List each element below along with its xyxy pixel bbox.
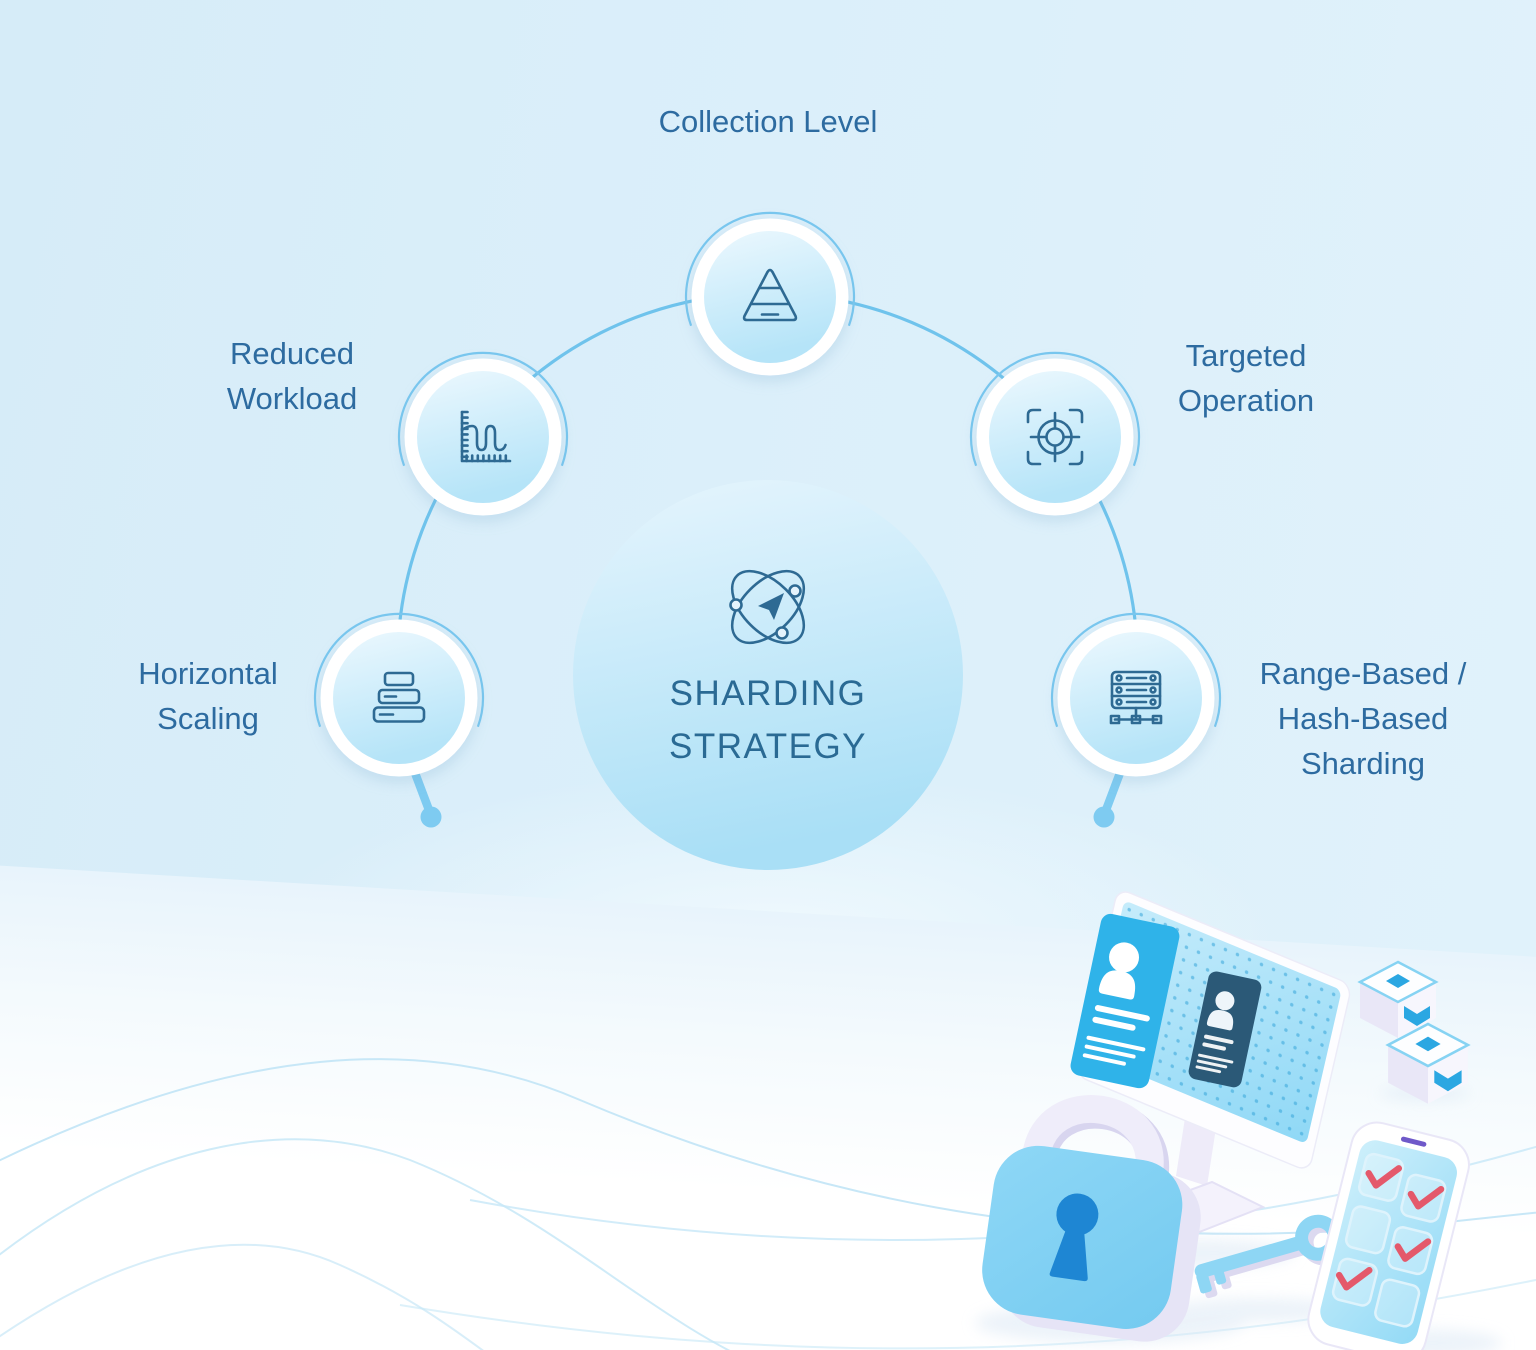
data-cube — [1385, 1022, 1471, 1104]
orbit-end-dot-right — [1093, 806, 1115, 828]
card-text-lines — [1195, 1034, 1234, 1074]
phone-with-checklist — [1307, 1121, 1470, 1350]
node-horizontal-scaling — [313, 612, 485, 777]
node-targeted-operation — [969, 351, 1141, 516]
node-label-horizontal-scaling: Horizontal Scaling — [138, 656, 278, 736]
center-node — [573, 480, 963, 870]
user-avatar-icon — [1098, 942, 1140, 1000]
node-label-targeted-operation: Targeted Operation — [1177, 338, 1315, 418]
red-checkmarks — [1335, 1165, 1445, 1291]
keyhole-icon — [1049, 1193, 1099, 1282]
cube-diamond — [1386, 974, 1410, 988]
padlock — [982, 1095, 1201, 1342]
checklist-cells — [1331, 1152, 1447, 1328]
user-avatar-icon — [1206, 991, 1235, 1031]
node-label-reduced-workload: Reduced Workload — [226, 336, 358, 416]
card-text-lines — [1082, 1005, 1150, 1066]
phone-speaker — [1400, 1136, 1427, 1147]
id-card-light — [1070, 913, 1180, 1089]
center-title: SHARDING STRATEGY — [575, 668, 961, 773]
node-collection-level — [684, 211, 856, 376]
lock-shackle — [1022, 1095, 1164, 1173]
node-label-range-hash-sharding: Range-Based / Hash-Based Sharding — [1259, 656, 1467, 781]
security-illustration — [975, 891, 1502, 1350]
pyramid-chart-icon — [742, 268, 798, 322]
server-network-icon — [1109, 670, 1163, 725]
node-range-hash-sharding — [1050, 612, 1222, 777]
monitor-stand-neck — [1176, 1118, 1216, 1186]
id-card-dark — [1188, 971, 1262, 1088]
node-reduced-workload — [397, 351, 569, 516]
stacked-layers-icon — [372, 671, 426, 723]
phone-screen — [1320, 1140, 1457, 1344]
cube-chevron — [1434, 1070, 1462, 1092]
data-cube — [1357, 960, 1439, 1038]
node-label-collection-level: Collection Level — [658, 104, 878, 139]
center-title-line1: SHARDING — [669, 674, 867, 713]
center-title-line2: STRATEGY — [668, 726, 868, 766]
atom-orbit-icon — [729, 569, 806, 645]
target-scope-icon — [1026, 408, 1084, 466]
orbit-end-dot-left — [420, 806, 442, 828]
workload-graph-icon — [460, 410, 512, 463]
cube-chevron — [1404, 1006, 1430, 1026]
